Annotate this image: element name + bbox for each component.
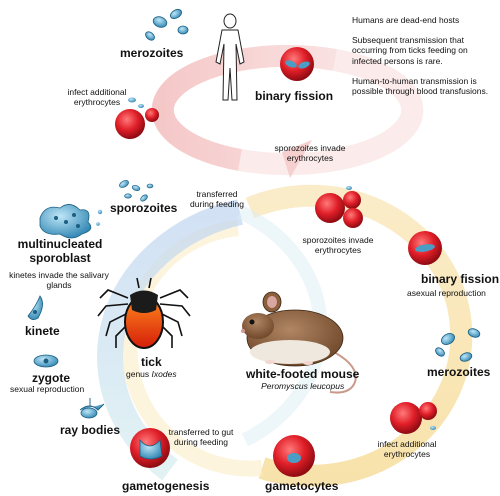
note-dead-end-hosts: Humans are dead-end hosts	[352, 15, 460, 25]
human-figure-icon	[215, 13, 245, 101]
rbc-infect-mouse	[390, 402, 437, 434]
human-notes: Humans are dead-end hosts Subsequent tra…	[352, 15, 492, 106]
rbc-binary-fission-mouse	[408, 231, 442, 265]
human-cycle-arrow	[151, 44, 424, 178]
ray-bodies-icon	[79, 398, 105, 419]
merozoite-cluster-human	[145, 9, 189, 41]
label-tick: tick genus Ixodes	[126, 355, 177, 380]
label-infect-erythrocytes-human: infect additional erythrocytes	[67, 87, 127, 107]
label-sporozoites-invade-mouse: sporozoites invade erythrocytes	[302, 235, 374, 255]
kinete-icon	[27, 295, 43, 320]
tick-genus: genus Ixodes	[126, 368, 177, 379]
label-merozoites-mouse: merozoites	[427, 365, 491, 379]
label-sporoblast: sporoblast	[29, 250, 91, 265]
label-infect-erythrocytes-mouse: infect additional erythrocytes	[377, 439, 437, 459]
label-ray-bodies: ray bodies	[60, 423, 121, 437]
note-transfusion: Human-to-human transmission is possible …	[352, 75, 489, 97]
label-transferred-to-gut: transferred to gut during feeding	[168, 427, 234, 447]
rbc-binary-fission-human	[280, 47, 314, 81]
label-sexual-reproduction: sexual reproduction	[10, 384, 85, 394]
white-footed-mouse-icon	[241, 291, 357, 394]
mouse-common-name: white-footed mouse	[246, 367, 360, 381]
sporozoite-cluster-tick	[119, 180, 154, 202]
tick-body	[124, 290, 164, 349]
label-white-footed-mouse: white-footed mouse Peromyscus leucopus	[246, 367, 360, 392]
mouse-latin-name: Peromyscus leucopus	[261, 380, 345, 391]
label-kinete: kinete	[25, 324, 60, 338]
label-kinetes-invade: kinetes invade the salivary glands	[9, 270, 109, 290]
rbc-gametocyte	[273, 435, 315, 477]
label-binary-fission-human: binary fission	[255, 89, 334, 103]
label-multinucleated: multinucleated	[17, 237, 103, 251]
label-sporozoites-invade-human: sporozoites invade erythrocytes	[274, 143, 346, 163]
tick-name: tick	[140, 355, 162, 369]
gametogenesis-icon	[130, 428, 170, 468]
label-zygote: zygote	[32, 371, 71, 385]
human-arrow-head	[282, 140, 312, 178]
label-multinucleated-sporoblast: multinucleated sporoblast	[10, 237, 110, 266]
label-sporozoites-tick: sporozoites	[110, 201, 178, 215]
label-merozoites-human: merozoites	[120, 46, 184, 60]
label-asexual-reproduction: asexual reproduction	[407, 288, 486, 298]
zygote-icon	[33, 354, 59, 368]
label-gametocytes: gametocytes	[265, 479, 339, 493]
multinucleated-sporoblast-icon	[39, 204, 103, 239]
merozoite-cluster-mouse	[435, 328, 481, 362]
rbc-cluster-sporozoite-invasion	[315, 186, 363, 228]
label-gametogenesis: gametogenesis	[122, 479, 210, 493]
label-binary-fission-mouse: binary fission	[421, 272, 500, 286]
rbc-infect-human	[115, 97, 159, 139]
note-tick-transmission: Subsequent transmission that occurring f…	[352, 34, 468, 66]
label-transferred-during-feeding: transferred during feeding	[190, 189, 244, 209]
